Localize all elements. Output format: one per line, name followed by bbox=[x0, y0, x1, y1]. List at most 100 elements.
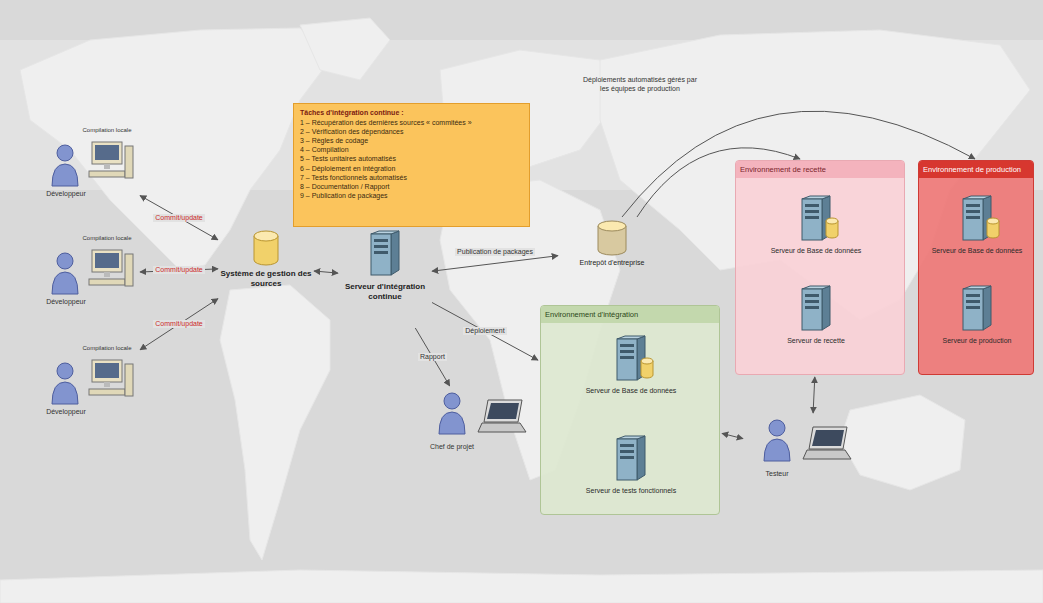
cylinder-top bbox=[254, 231, 278, 241]
connector bbox=[813, 377, 815, 413]
task-heading: Tâches d'intégration continue : bbox=[300, 108, 523, 117]
server-front bbox=[963, 289, 983, 330]
server-bay bbox=[966, 300, 980, 303]
db-cylinder-top bbox=[641, 358, 653, 364]
laptop-icon bbox=[803, 425, 853, 463]
bigcyl-icon bbox=[597, 220, 627, 256]
monitor bbox=[92, 360, 122, 382]
task-item: 7 – Tests fonctionnels automatisés bbox=[300, 173, 523, 182]
tower bbox=[125, 364, 133, 396]
server-front bbox=[963, 199, 983, 240]
body bbox=[764, 439, 790, 461]
connector bbox=[140, 196, 218, 240]
environment-heading: Environnement d'intégration bbox=[541, 306, 719, 323]
srv-icon bbox=[961, 285, 993, 331]
server-label: Serveur de recette bbox=[766, 337, 866, 345]
srv-node: Serveur de production bbox=[929, 281, 1025, 365]
db-icon bbox=[800, 195, 840, 241]
desktop-icon bbox=[88, 140, 134, 182]
server-bay bbox=[620, 444, 634, 447]
dev-node: Compilation localeDéveloppeur bbox=[38, 124, 138, 208]
server-bay bbox=[620, 450, 634, 453]
pl-node: Chef de projet bbox=[420, 388, 528, 466]
wh-node: Entrepôt d'entreprise bbox=[560, 218, 664, 280]
antarctica bbox=[0, 570, 1043, 603]
server-bay bbox=[374, 251, 388, 254]
server-label: Serveur de Base de données bbox=[766, 247, 866, 255]
node-label: Entrepôt d'entreprise bbox=[560, 259, 664, 267]
caption-text: Compilation locale bbox=[76, 127, 138, 134]
server-front bbox=[802, 199, 822, 240]
srv-node: Serveur de recette bbox=[766, 281, 866, 365]
db-icon bbox=[615, 335, 655, 381]
server-side bbox=[822, 286, 830, 330]
srv-node: Serveur de tests fonctionnels bbox=[561, 431, 701, 511]
server-bay bbox=[966, 306, 980, 309]
annotation-text: Déploiements automatisés gérés par les é… bbox=[578, 76, 702, 94]
dev-node: Compilation localeDéveloppeur bbox=[38, 232, 138, 316]
server-label: Serveur de Base de données bbox=[561, 387, 701, 395]
screen bbox=[95, 145, 119, 160]
srv-icon bbox=[615, 435, 647, 481]
body bbox=[439, 412, 465, 434]
node-label: Serveur d'intégration continue bbox=[340, 282, 430, 301]
stand bbox=[104, 164, 110, 169]
server-front bbox=[802, 289, 822, 330]
connector bbox=[314, 271, 338, 273]
server-bay bbox=[805, 210, 819, 213]
server-front bbox=[371, 234, 391, 275]
tasks-node: Tâches d'intégration continue :1 – Récup… bbox=[293, 103, 530, 227]
person-icon bbox=[762, 419, 792, 461]
laptop-icon bbox=[478, 398, 528, 436]
dev-node: Compilation localeDéveloppeur bbox=[38, 342, 138, 426]
task-item: 1 – Récupération des dernières sources «… bbox=[300, 118, 523, 127]
ci-node: Serveur d'intégration continue bbox=[340, 228, 430, 326]
server-side bbox=[983, 286, 991, 330]
monitor bbox=[92, 142, 122, 164]
task-item: 9 – Publication de packages bbox=[300, 191, 523, 200]
srv-icon bbox=[369, 230, 401, 276]
connector bbox=[140, 299, 218, 350]
env-node: Environnement de recetteServeur de Base … bbox=[735, 160, 905, 375]
cyl-node: Système de gestion des sources bbox=[220, 228, 312, 306]
db-icon bbox=[961, 195, 1001, 241]
server-side bbox=[391, 231, 399, 275]
db-cylinder-top bbox=[987, 218, 999, 224]
task-item: 2 – Vérification des dépendances bbox=[300, 127, 523, 136]
base bbox=[478, 423, 526, 432]
db-node: Serveur de Base de données bbox=[766, 191, 866, 275]
tower bbox=[125, 254, 133, 286]
person-icon bbox=[50, 252, 80, 294]
body bbox=[52, 382, 78, 404]
env-node: Environnement de productionServeur de Ba… bbox=[918, 160, 1034, 375]
server-bay bbox=[805, 300, 819, 303]
greenland bbox=[300, 18, 390, 80]
body bbox=[52, 272, 78, 294]
base bbox=[803, 450, 851, 459]
server-front bbox=[617, 339, 637, 380]
person-icon bbox=[437, 392, 467, 434]
server-label: Serveur de Base de données bbox=[929, 247, 1025, 255]
stand bbox=[104, 272, 110, 277]
cylinder-top bbox=[598, 221, 626, 231]
south-america bbox=[220, 285, 330, 560]
lid bbox=[484, 400, 522, 422]
task-item: 3 – Règles de codage bbox=[300, 136, 523, 145]
db-node: Serveur de Base de données bbox=[561, 331, 701, 426]
connector bbox=[432, 256, 558, 272]
actor-name: Développeur bbox=[38, 190, 94, 198]
connector bbox=[722, 433, 743, 438]
server-bay bbox=[620, 356, 634, 359]
lid bbox=[809, 427, 847, 449]
actor-name: Chef de projet bbox=[420, 443, 484, 451]
actor-name: Testeur bbox=[745, 470, 809, 478]
server-bay bbox=[966, 294, 980, 297]
keyboard bbox=[89, 389, 125, 395]
server-bay bbox=[805, 306, 819, 309]
head bbox=[57, 363, 73, 379]
connector bbox=[432, 303, 538, 361]
edge-label: Rapport bbox=[418, 353, 447, 361]
srv-icon bbox=[800, 285, 832, 331]
